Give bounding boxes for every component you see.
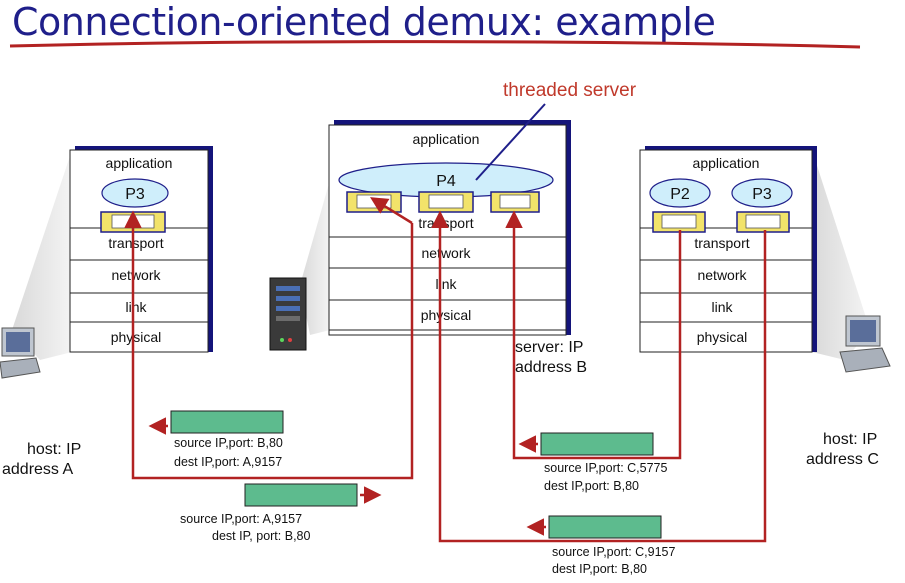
host-a-layer-physical: physical [111,329,162,345]
host-c-process-p3: P3 [752,186,772,203]
segment-1-source: source IP,port: B,80 [174,436,283,450]
host-c-layer-transport: transport [694,235,749,251]
segment-3-source: source IP,port: C,5775 [544,461,668,475]
server-process-p4: P4 [436,173,456,190]
server-stack: application transport network link physi… [328,120,571,336]
segment-4-source: source IP,port: C,9157 [552,545,676,559]
title-underline [9,40,861,49]
segment-3-dest: dest IP,port: B,80 [544,479,639,493]
slide-title: Connection-oriented demux: example [12,0,716,44]
server-layer-physical: physical [421,307,472,323]
host-c-caption-line2: address C [806,451,879,468]
server-beam [300,180,330,335]
server-caption-line2: address B [515,359,587,376]
server-socket-1-link [370,197,413,225]
host-a-layer-application: application [106,155,173,171]
segment-b-to-a: source IP,port: B,80 dest IP,port: A,915… [148,410,284,469]
segment-2-source: source IP,port: A,9157 [180,512,302,526]
host-a-layer-link: link [125,299,147,315]
host-c-caption-line1: host: IP [823,431,877,448]
host-c-layer-network: network [697,267,747,283]
host-a-caption-line2: address A [2,461,73,478]
host-c-stack: application transport network link physi… [639,146,817,353]
segment-2-dest: dest IP, port: B,80 [212,529,310,543]
host-a-process-p3: P3 [125,186,145,203]
host-c-layer-application: application [693,155,760,171]
host-a-layer-network: network [111,267,161,283]
server-tower-icon [269,277,307,351]
path-c-p2-to-server [505,210,682,460]
path-c-p3-to-server [431,210,767,543]
host-c-layer-link: link [711,299,733,315]
host-a-caption-line1: host: IP [27,441,81,458]
path-server-to-a [124,210,414,480]
host-c-layer-physical: physical [697,329,748,345]
segment-c5775-to-b: source IP,port: C,5775 dest IP,port: B,8… [518,432,668,493]
server-layer-network: network [421,245,471,261]
threaded-server-label: threaded server [503,80,637,101]
segment-a-to-b: source IP,port: A,9157 dest IP, port: B,… [180,483,382,543]
host-c-beam [812,150,870,360]
desktop-computer-icon-a [0,327,41,379]
server-layer-application: application [413,131,480,147]
segment-1-dest: dest IP,port: A,9157 [174,455,282,469]
host-a-beam [12,150,72,360]
segment-4-dest: dest IP,port: B,80 [552,562,647,576]
desktop-computer-icon-c [839,315,891,373]
server-caption-line1: server: IP [515,339,583,356]
host-c-process-p2: P2 [670,186,690,203]
callout-pointer [475,103,546,181]
segment-c9157-to-b: source IP,port: C,9157 dest IP,port: B,8… [526,515,676,576]
host-a-stack: application transport network link physi… [69,146,213,353]
server-layer-transport: transport [418,215,473,231]
connection-paths [124,197,767,543]
host-a-layer-transport: transport [108,235,163,251]
